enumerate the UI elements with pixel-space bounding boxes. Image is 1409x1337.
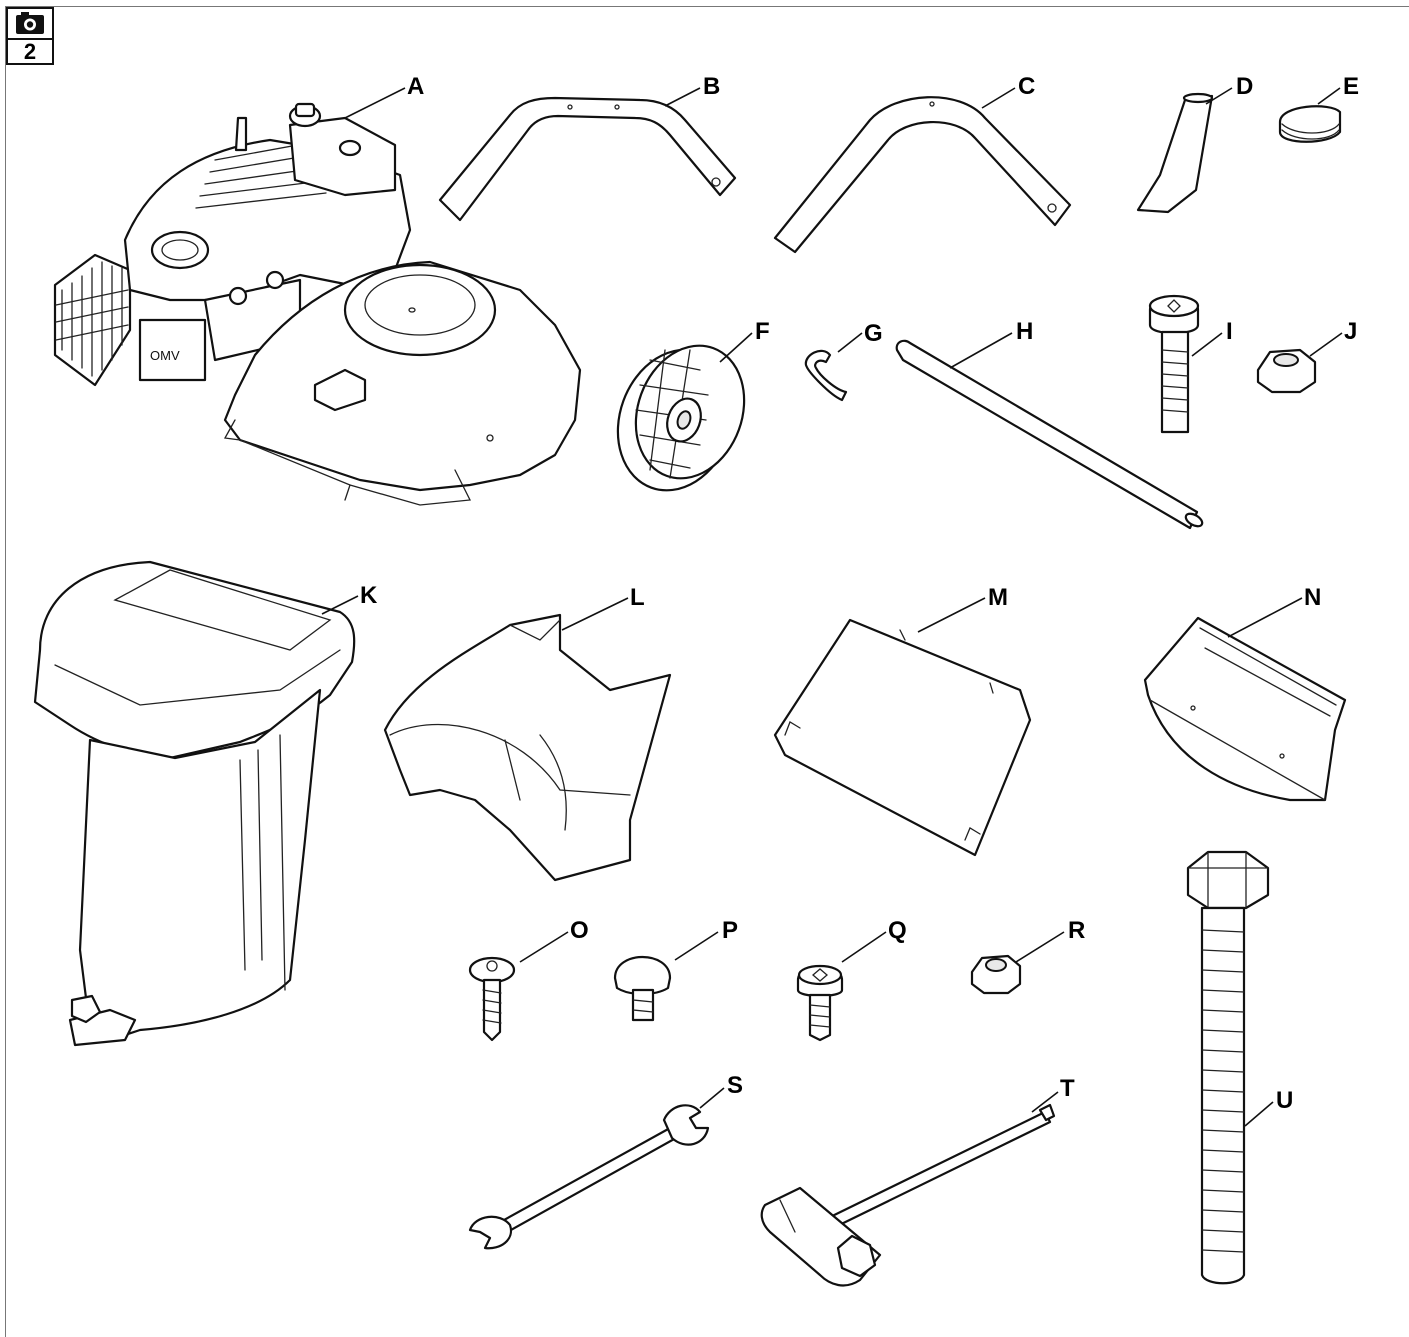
label-a: A bbox=[407, 73, 425, 100]
label-g: G bbox=[864, 320, 883, 347]
part-c-handle bbox=[773, 96, 1072, 254]
leader-lines bbox=[321, 87, 1343, 1127]
part-e-end-cap bbox=[1278, 105, 1342, 143]
part-t-box-spanner bbox=[760, 1103, 1056, 1287]
label-o: O bbox=[570, 917, 589, 944]
label-e: E bbox=[1343, 73, 1360, 100]
part-u-long-bolt bbox=[1186, 850, 1270, 1285]
label-d: D bbox=[1236, 73, 1254, 100]
label-b: B bbox=[703, 73, 721, 100]
part-n-tray bbox=[1143, 616, 1347, 802]
figure-frame bbox=[5, 6, 1409, 1337]
label-c: C bbox=[1018, 73, 1036, 100]
label-l: L bbox=[630, 584, 645, 611]
part-l-guard bbox=[383, 613, 672, 882]
label-s: S bbox=[727, 1072, 744, 1099]
part-a-engine: OMV bbox=[53, 102, 582, 506]
label-m: M bbox=[988, 584, 1008, 611]
label-h: H bbox=[1016, 318, 1034, 345]
part-d-sleeve bbox=[1136, 92, 1214, 214]
part-f-wheel bbox=[616, 344, 746, 492]
part-p-carriage-bolt bbox=[613, 956, 672, 1022]
camera-icon bbox=[16, 12, 44, 34]
part-i-bolt bbox=[1148, 294, 1200, 434]
figure-number: 2 bbox=[23, 39, 37, 64]
label-r: R bbox=[1068, 917, 1086, 944]
part-j-nut bbox=[1256, 348, 1317, 394]
label-p: P bbox=[722, 917, 739, 944]
part-h-axle bbox=[895, 339, 1204, 530]
part-b-handle bbox=[438, 96, 737, 222]
figure-box-divider bbox=[8, 38, 52, 40]
part-g-circlip bbox=[804, 349, 848, 402]
label-n: N bbox=[1304, 584, 1322, 611]
part-o-screw bbox=[468, 956, 516, 1042]
part-q-screw bbox=[796, 964, 844, 1042]
part-k-hopper bbox=[33, 560, 356, 1047]
part-m-plate bbox=[773, 618, 1032, 857]
label-f: F bbox=[755, 318, 770, 345]
label-u: U bbox=[1276, 1087, 1294, 1114]
label-q: Q bbox=[888, 917, 907, 944]
label-j: J bbox=[1344, 318, 1358, 345]
engine-brand-text: OMV bbox=[150, 348, 180, 363]
label-t: T bbox=[1060, 1075, 1075, 1102]
part-s-wrench bbox=[468, 1104, 710, 1250]
label-i: I bbox=[1226, 318, 1233, 345]
figure-number-box: 2 bbox=[6, 7, 54, 65]
label-k: K bbox=[360, 582, 378, 609]
part-r-nut bbox=[970, 954, 1022, 995]
